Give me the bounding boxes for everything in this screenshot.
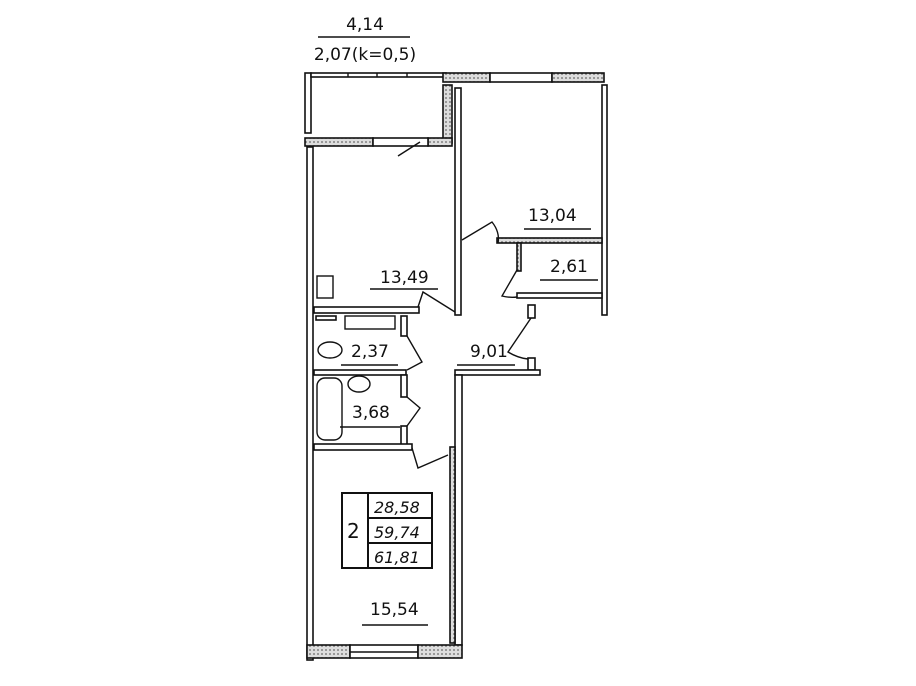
washbasin-icon — [347, 375, 371, 393]
svg-text:13,04: 13,04 — [528, 206, 577, 226]
living-room-walls — [306, 369, 541, 659]
room-label-hall: 9,01 — [457, 342, 515, 366]
svg-text:2,61: 2,61 — [550, 257, 588, 277]
total-area-with-loggia: 61,81 — [374, 548, 420, 567]
bathroom-walls — [313, 315, 449, 469]
bathtub-icon — [316, 377, 343, 441]
total-area: 59,74 — [374, 523, 420, 542]
apartment-summary-box: 2 28,58 59,74 61,81 — [341, 492, 433, 569]
room-label-bathroom: 3,68 — [340, 403, 400, 428]
room-label-toilet: 2,37 — [341, 342, 398, 366]
stove-icon — [344, 315, 396, 330]
toilet-icon — [317, 341, 343, 359]
kitchen-walls — [306, 146, 456, 661]
living-area: 28,58 — [374, 498, 420, 517]
svg-text:4,14: 4,14 — [346, 15, 384, 35]
svg-text:2,07(k=0,5): 2,07(k=0,5) — [314, 45, 416, 65]
room-label-closet: 2,61 — [540, 257, 598, 281]
svg-text:3,68: 3,68 — [352, 403, 390, 423]
svg-text:15,54: 15,54 — [370, 600, 419, 620]
room-label-kitchen: 13,49 — [370, 268, 438, 290]
bedroom-walls — [442, 72, 608, 371]
room-label-bedroom: 13,04 — [524, 206, 591, 230]
svg-text:13,49: 13,49 — [380, 268, 429, 288]
svg-text:2,37: 2,37 — [351, 342, 389, 362]
kitchen-sink-icon — [316, 275, 334, 299]
loggia-area-label: 4,14 2,07(k=0,5) — [314, 15, 416, 65]
svg-text:9,01: 9,01 — [470, 342, 508, 362]
loggia — [304, 72, 453, 157]
rooms-count: 2 — [347, 519, 360, 543]
room-label-living: 15,54 — [362, 600, 428, 626]
